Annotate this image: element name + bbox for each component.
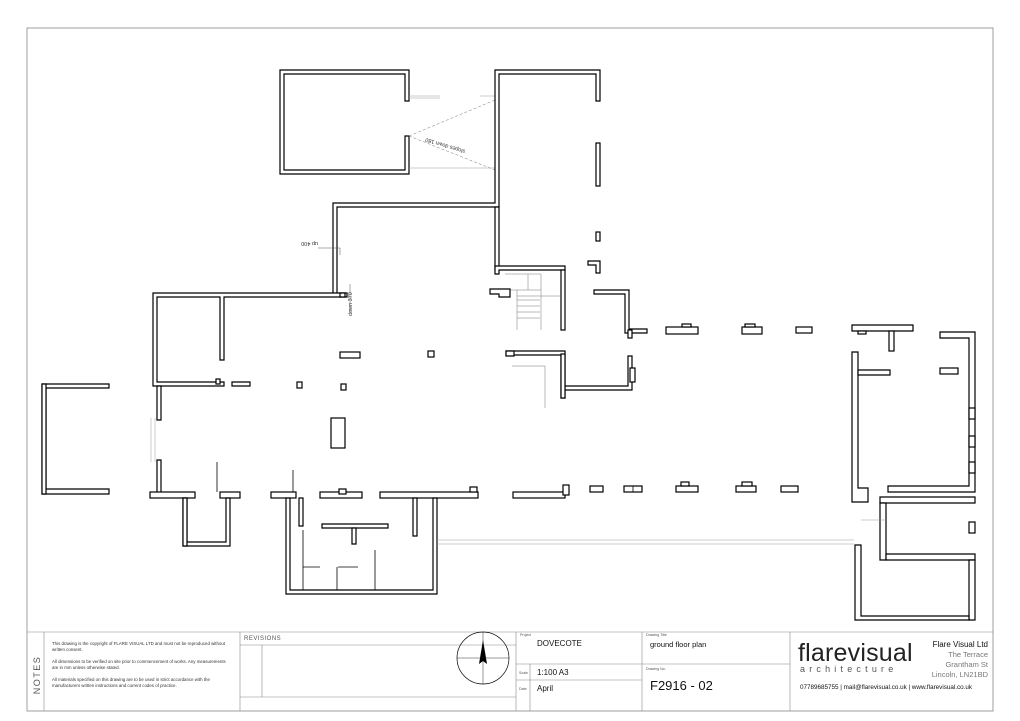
sheet-border xyxy=(26,27,994,712)
project-name: DOVECOTE xyxy=(537,639,582,648)
contact-details: 07789685755 | mail@flarevisual.co.uk | w… xyxy=(800,684,973,691)
down-annotation: down 370 xyxy=(348,292,354,316)
brand-subtitle: architecture xyxy=(800,664,898,674)
company-name: Flare Visual Ltd xyxy=(932,640,988,649)
brand-logo: flarevisual xyxy=(798,639,913,667)
address-line-3: Lincoln, LN21BD xyxy=(931,670,988,679)
up-annotation: up 400 xyxy=(301,240,318,246)
notes-copyright: This drawing is the copyright of FLARE V… xyxy=(52,641,226,652)
notes-dimensions: All dimensions to be verified on site pr… xyxy=(52,659,226,670)
drawing-title-label: Drawing Title xyxy=(646,633,667,637)
address-line-1: The Terrace xyxy=(948,650,988,659)
floor-plan xyxy=(41,69,976,621)
drawing-no-label: Drawing No. xyxy=(646,667,666,671)
scale-value: 1:100 A3 xyxy=(537,668,569,677)
revisions-label: REVISIONS xyxy=(244,636,282,642)
scale-label: Scale xyxy=(519,671,528,675)
notes-materials: All materials specified on this drawing … xyxy=(52,677,210,688)
drawing-title: ground floor plan xyxy=(650,640,707,649)
title-block-frame xyxy=(27,631,993,711)
address-line-2: Grantham St xyxy=(945,660,988,669)
drawing-number: F2916 - 02 xyxy=(650,678,713,693)
notes-title: NOTES xyxy=(32,655,42,695)
north-arrow-icon xyxy=(456,631,510,685)
date-value: April xyxy=(537,684,554,693)
project-label: Project xyxy=(520,633,532,637)
date-label: Date xyxy=(519,687,527,691)
